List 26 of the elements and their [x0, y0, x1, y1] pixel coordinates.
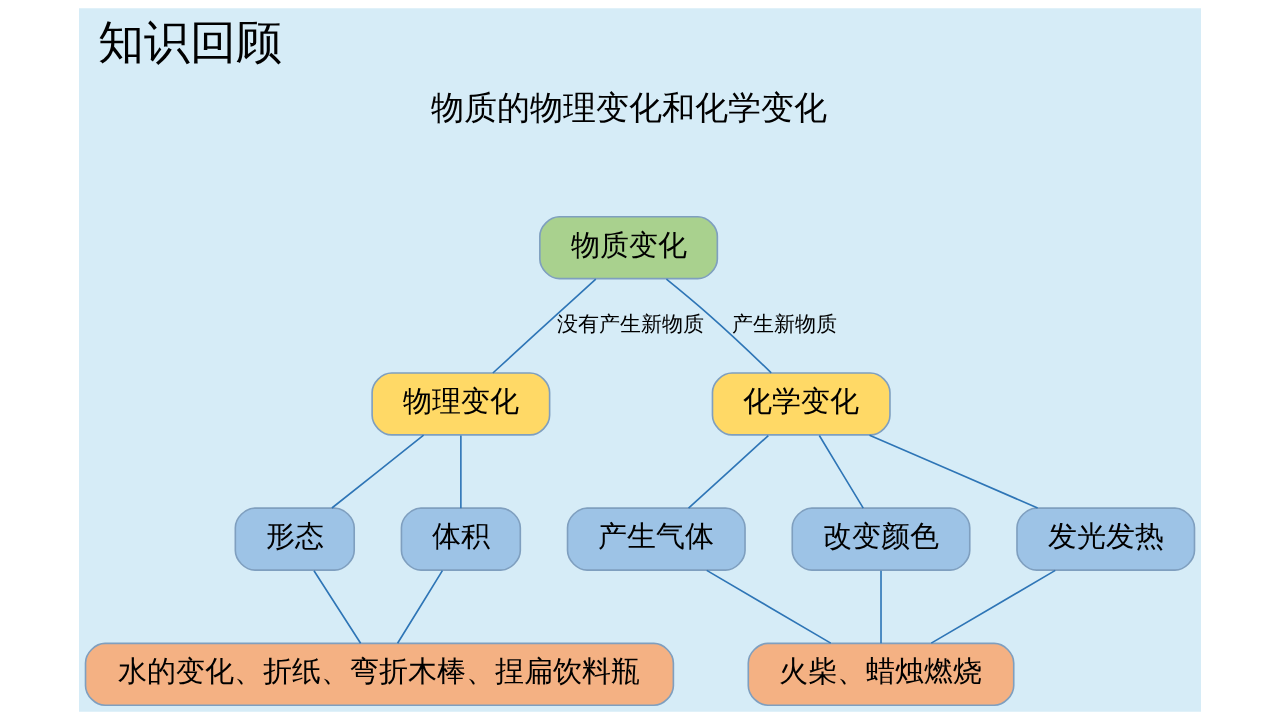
node-box: 体积: [400, 507, 522, 571]
connector: [868, 434, 1039, 509]
connector: [687, 434, 770, 509]
node-box: 物质变化: [539, 215, 719, 280]
diagram-title: 知识回顾: [97, 15, 282, 69]
node-box: 物理变化: [371, 372, 551, 436]
connector: [313, 569, 362, 645]
connector: [818, 434, 865, 509]
connector: [460, 434, 462, 509]
node-box: 产生气体: [566, 507, 746, 571]
node-box: 发光发热: [1016, 507, 1196, 571]
node-box: 水的变化、折纸、弯折木棒、捏扁饮料瓶: [84, 642, 675, 707]
connector: [665, 278, 773, 374]
label: 物质的物理变化和化学变化: [430, 88, 827, 127]
connector: [705, 569, 832, 644]
connector: [880, 569, 882, 645]
node-box: 形态: [234, 507, 356, 571]
node-box: 火柴、蜡烛燃烧: [747, 642, 1015, 707]
connector: [492, 278, 597, 374]
edge-label: 产生新物质: [732, 311, 838, 337]
connector: [930, 569, 1057, 644]
connector: [396, 569, 444, 645]
node-box: 化学变化: [711, 372, 891, 436]
edge-label: 没有产生新物质: [556, 311, 704, 337]
connector: [331, 434, 425, 509]
node-box: 改变颜色: [791, 507, 971, 571]
